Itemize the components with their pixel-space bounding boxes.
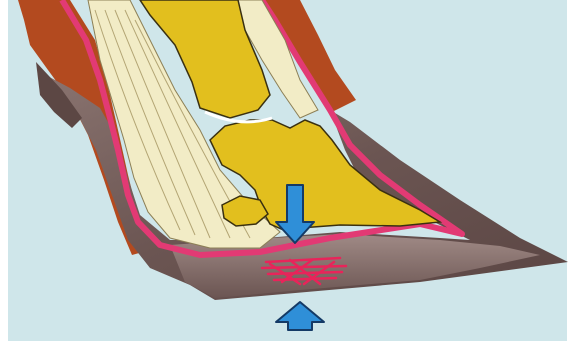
page-margin bbox=[0, 0, 8, 341]
page-margin-right bbox=[567, 0, 575, 341]
